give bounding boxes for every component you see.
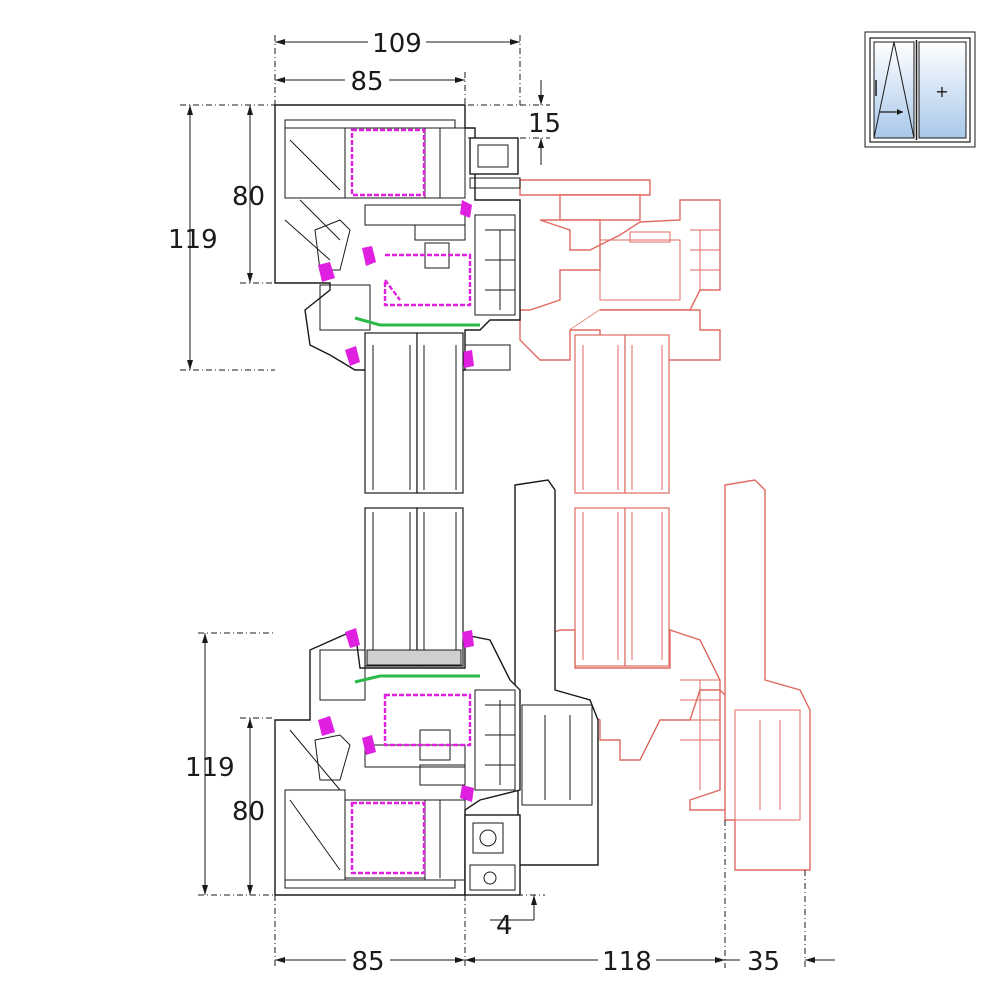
top-roller-track	[469, 137, 521, 189]
dim-bottom-left-outer: 119	[185, 753, 235, 783]
bottom-steel-reinforcement	[350, 693, 472, 875]
dim-bottom-right-width: 35	[747, 947, 780, 977]
dim-top-frame-width: 85	[350, 67, 383, 97]
icon-plus-symbol: +	[935, 82, 948, 101]
dim-bottom-frame-width: 85	[351, 947, 384, 977]
dim-bottom-gap: 4	[496, 911, 513, 941]
dim-bottom-slide-width: 118	[602, 947, 652, 977]
dim-top-left-inner: 80	[232, 182, 265, 212]
ghost-sash-outline	[519, 179, 811, 871]
bottom-gaskets	[318, 628, 480, 802]
dim-top-left-outer: 119	[168, 225, 218, 255]
dim-top-offset: 15	[528, 109, 561, 139]
dimension-labels: 109 85 15 80 119 119 80 4 85 118 35	[168, 28, 780, 977]
bottom-frame-profile	[274, 628, 521, 896]
lift-slide-window-icon: +	[864, 31, 976, 148]
top-gaskets	[318, 200, 480, 368]
dim-bottom-left-inner: 80	[232, 797, 265, 827]
top-steel-reinforcement	[350, 128, 472, 307]
dim-top-outer-width: 109	[372, 29, 422, 59]
glass-unit	[364, 332, 464, 667]
bottom-roller-track	[464, 814, 521, 896]
